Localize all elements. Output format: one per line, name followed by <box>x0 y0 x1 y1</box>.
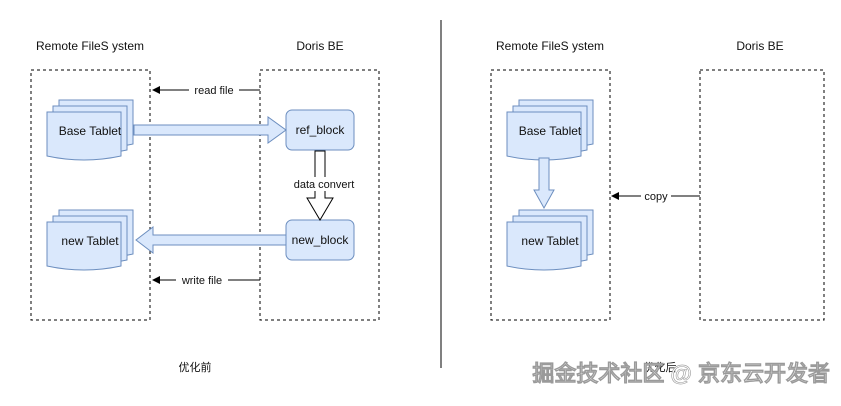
ref-block-label: ref_block <box>296 123 346 137</box>
base-tablet-label: Base Tablet <box>59 124 122 138</box>
remote-filesystem-container <box>30 69 151 321</box>
after-caption: 优化后 <box>644 360 677 374</box>
base-to-new-tablet-arrow <box>533 157 555 210</box>
remote-filesystem-title: Remote FileS ystem <box>36 39 144 53</box>
watermark: 掘金技术社区 @ 京东云开发者 <box>532 361 830 386</box>
data-convert-label-bg <box>292 177 356 191</box>
copy-label: copy <box>644 191 668 203</box>
remote-filesystem-container-after <box>490 69 611 321</box>
base-tablet-node-after: Base Tablet <box>506 99 594 161</box>
read-file-label: read file <box>194 85 233 97</box>
before-diagram: Remote FileS ystem Doris BE Base Tablet … <box>30 39 380 374</box>
base-tablet-label-after: Base Tablet <box>519 124 582 138</box>
base-to-ref-arrow <box>133 116 287 144</box>
doris-be-container <box>259 69 380 321</box>
base-tablet-node: Base Tablet <box>46 99 134 161</box>
new-tablet-node: new Tablet <box>46 209 134 271</box>
newblock-to-newtablet-arrow <box>135 225 287 255</box>
remote-filesystem-title-after: Remote FileS ystem <box>496 39 604 53</box>
doris-be-title-after: Doris BE <box>736 39 783 53</box>
new-tablet-node-after: new Tablet <box>506 209 594 271</box>
read-file-label-bg <box>189 83 239 97</box>
data-convert-label: data convert <box>294 179 355 191</box>
before-caption: 优化前 <box>179 360 212 374</box>
write-file-label: write file <box>181 275 222 287</box>
after-diagram: Remote FileS ystem Doris BE Base Tablet … <box>490 39 825 374</box>
write-file-label-bg <box>176 273 228 287</box>
new-tablet-label: new Tablet <box>61 234 119 248</box>
new-tablet-label-after: new Tablet <box>521 234 579 248</box>
doris-be-container-after <box>699 69 825 321</box>
copy-label-bg <box>641 189 671 203</box>
doris-be-title: Doris BE <box>296 39 343 53</box>
new-block-label: new_block <box>292 233 350 247</box>
